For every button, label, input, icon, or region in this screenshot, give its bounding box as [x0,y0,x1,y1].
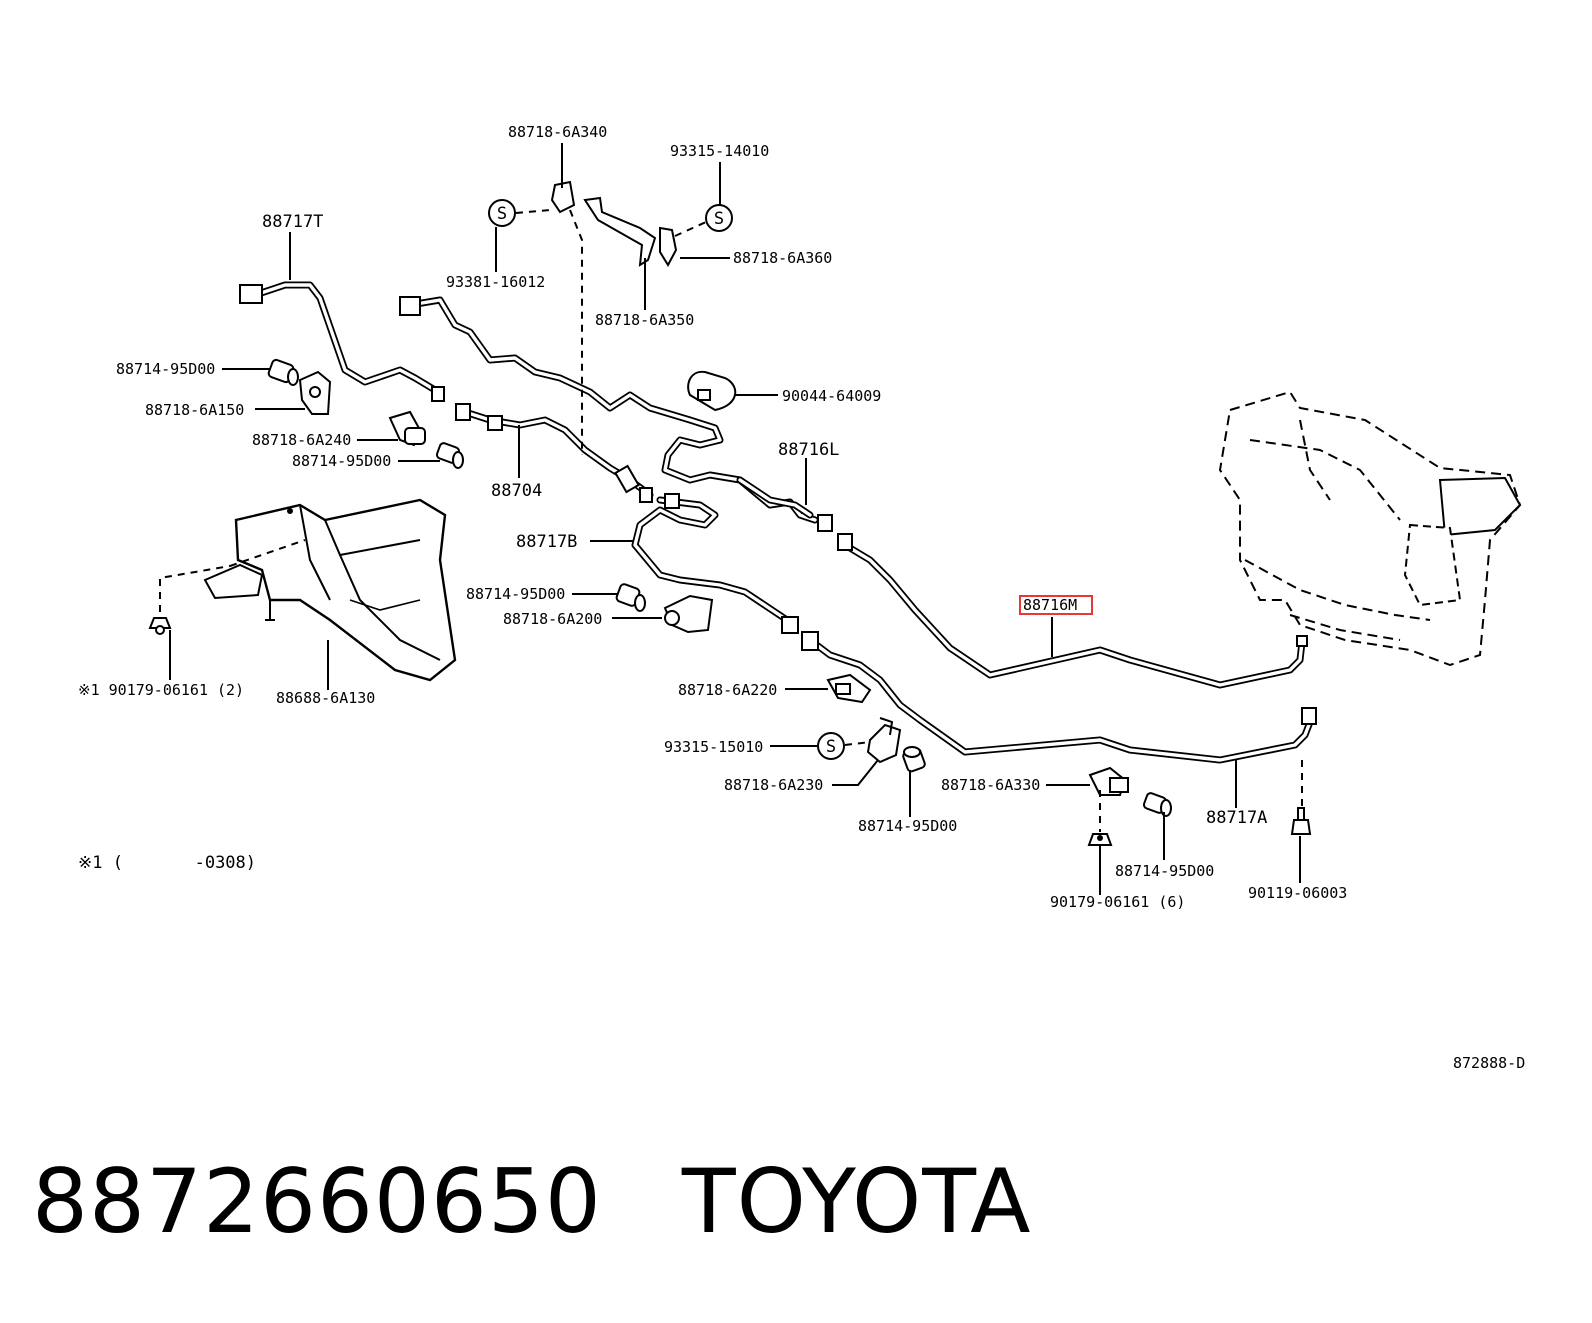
engine-outline [1218,390,1522,667]
label-88716L: 88716L [778,440,839,460]
pipe-upper-long [399,296,833,532]
svg-text:S: S [497,204,507,224]
receiver-tank [203,498,457,682]
clamp-88718-6A150 [298,370,332,415]
label-88718-6A240: 88718-6A240 [252,431,351,449]
clamp-88718-6A220 [826,673,872,704]
hose-88704 [455,403,654,503]
bracket-88718-6A340 [550,180,576,214]
label-88716M: 88716M [1023,596,1077,614]
label-88718-6A330: 88718-6A330 [941,776,1040,794]
link-88718-6A340-down [569,209,583,455]
part-number: 8872660650 [32,1150,602,1253]
pipe-88717B [631,493,799,634]
label-90119-06003: 90119-06003 [1248,884,1347,902]
svg-text:S: S [714,209,724,229]
cushion-88714-c [615,583,646,612]
label-88718-6A150: 88718-6A150 [145,401,244,419]
cushion-88714-e [1142,792,1172,817]
cushion-88714-d [902,746,926,773]
label-88714-95D00-e: 88714-95D00 [1115,862,1214,880]
diagram-ref-code: 872888-D [1453,1054,1525,1072]
clamp-88718-6A230 [866,717,902,764]
label-93315-15010: 93315-15010 [664,738,763,756]
pipe-88717A [801,631,1317,764]
brand-name: TOYOTA [681,1150,1032,1253]
bolt-90179-06161-6 [1087,833,1113,846]
label-88717T: 88717T [262,212,323,232]
link-s-93315-14010 [674,221,707,237]
label-88717A: 88717A [1206,808,1267,828]
compressor-body [1403,476,1522,607]
label-88718-6A360: 88718-6A360 [733,249,832,267]
clamp-88718-6A330 [1088,766,1129,796]
clamp-88718-6A240 [388,410,426,447]
clip-88718-6A360 [659,226,678,268]
label-88718-6A220: 88718-6A220 [678,681,777,699]
clamp-88718-6A200 [663,594,714,634]
bracket-88718-6A350 [583,196,657,267]
label-88718-6A340: 88718-6A340 [508,123,607,141]
label-88714-95D00-a: 88714-95D00 [116,360,215,378]
label-93315-14010: 93315-14010 [670,142,769,160]
link-s-93315-15010 [844,741,871,746]
clamp-90044-64009 [687,370,737,412]
bolt-90119-06003 [1290,807,1312,835]
s-marker-2: S [705,204,733,232]
highlight-88716M [1019,595,1093,615]
label-90179-06161-2: ※1 90179-06161 (2) [78,681,244,699]
label-90179-06161-6: 90179-06161 (6) [1050,893,1185,911]
leader-lines [169,143,1301,895]
label-88714-95D00-c: 88714-95D00 [466,585,565,603]
label-88714-95D00-d: 88714-95D00 [858,817,957,835]
part-number-footer: 8872660650 TOYOTA [32,1150,1031,1253]
label-88688-6A130: 88688-6A130 [276,689,375,707]
pipe-88717T [239,281,445,402]
label-90044-64009: 90044-64009 [782,387,881,405]
label-88714-95D00-b: 88714-95D00 [292,452,391,470]
s-marker-1: S [488,199,516,227]
label-88718-6A350: 88718-6A350 [595,311,694,329]
pipe-88716L-stub [736,476,814,519]
link-s-93381 [515,209,551,214]
cushion-88714-b [435,442,464,469]
leader-tank-bolt [159,539,306,612]
bolt-90179-tank [148,617,172,635]
label-88718-6A200: 88718-6A200 [503,610,602,628]
label-88718-6A230: 88718-6A230 [724,776,823,794]
svg-text:S: S [826,737,836,757]
pipe-88716M [837,533,1308,689]
label-88704: 88704 [491,481,542,501]
label-88717B: 88717B [516,532,577,552]
part-labels: 88718-6A340 93315-14010 88718-6A360 8871… [78,123,1525,1072]
s-marker-3: S [817,732,845,760]
label-93381-16012: 93381-16012 [446,273,545,291]
footnote-note: ※1 ( -0308) [78,853,256,873]
cushion-88714-a [267,358,299,386]
